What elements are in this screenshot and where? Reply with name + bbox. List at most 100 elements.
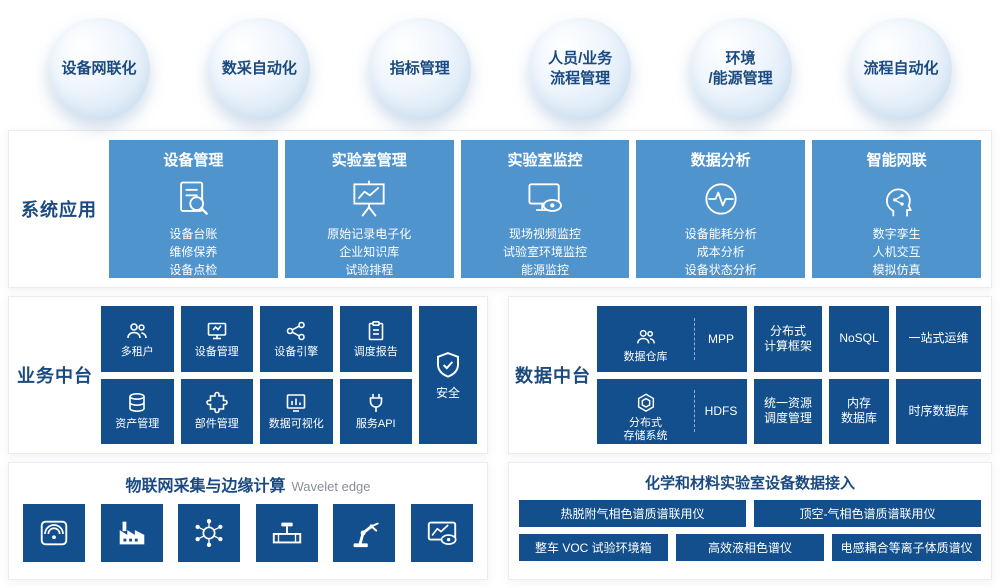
tile-component-management: 部件管理 — [180, 378, 253, 444]
rfid-sensor-icon — [37, 516, 71, 550]
circle-personnel-process: 人员/业务 流程管理 — [529, 18, 632, 120]
circle-label: 设备网联化 — [61, 59, 137, 77]
tile-in-memory-database: 内存 数据库 — [829, 378, 889, 444]
circle-indicator-mgmt: 指标管理 — [368, 18, 471, 120]
card-line: 模拟仿真 — [872, 263, 921, 277]
tile-distributed-storage-hdfs: 分布式 存储系统 HDFS — [597, 378, 747, 444]
shield-icon — [433, 350, 463, 380]
tile-headspace-gcms: 顶空-气相色谱质谱联用仪 — [754, 500, 981, 527]
plug-icon — [364, 391, 388, 415]
tile-asset-management: 资产管理 — [101, 378, 174, 444]
iot-edge-subtitle: Wavelet edge — [291, 479, 371, 494]
tile-multi-tenant: 多租户 — [101, 306, 174, 372]
dashed-divider — [694, 390, 695, 433]
card-title: 设备管理 — [163, 152, 224, 169]
tile-network-globe — [178, 504, 241, 562]
card-line: 人机交互 — [872, 245, 921, 259]
card-line: 设备能耗分析 — [684, 227, 757, 241]
card-line: 试验室环境监控 — [502, 245, 587, 259]
tile-pipeline-valve — [255, 504, 318, 562]
card-data-analysis: 数据分析 设备能耗分析 成本分析 设备状态分析 — [636, 140, 806, 278]
tile-factory — [100, 504, 163, 562]
dashed-divider — [694, 317, 695, 360]
monitor-icon — [205, 319, 229, 343]
tile-label: 多租户 — [120, 345, 154, 358]
circle-environment-energy: 环境 /能源管理 — [689, 18, 792, 120]
card-line: 能源监控 — [520, 263, 569, 277]
card-lab-monitoring: 实验室监控 现场视频监控 试验室环境监控 能源监控 — [460, 140, 630, 278]
users-icon — [125, 319, 149, 343]
circle-label: 流程自动化 — [863, 59, 939, 77]
iot-edge-title: 物联网采集与边缘计算 Wavelet edge — [9, 472, 487, 496]
document-search-icon — [109, 175, 278, 223]
tile-robot-arm — [333, 504, 396, 562]
data-warehouse: 数据仓库 — [597, 313, 694, 364]
hexagon-storage-icon — [635, 379, 657, 414]
circle-label: 指标管理 — [389, 59, 450, 77]
section-title: 系统应用 — [21, 200, 97, 220]
tile-monitor-chart — [410, 504, 473, 562]
ai-head-icon — [812, 175, 981, 223]
tile-label: 资产管理 — [115, 418, 160, 431]
circle-label: 人员/业务 流程管理 — [548, 49, 613, 87]
share-nodes-icon — [284, 319, 308, 343]
circle-process-automation: 流程自动化 — [849, 18, 952, 120]
pipeline-valve-icon — [270, 516, 304, 550]
factory-icon — [115, 516, 149, 550]
card-title: 数据分析 — [690, 152, 751, 169]
capability-circles: 设备网联化 数采自动化 指标管理 人员/业务 流程管理 环境 /能源管理 流程自… — [0, 0, 1000, 130]
tile-label: 服务API — [355, 418, 396, 431]
card-line: 原始记录电子化 — [327, 227, 412, 241]
section-title: 业务中台 — [17, 366, 93, 386]
system-apps-section: 系统应用 设备管理 设备台账 维修保养 设备点检 实验 — [8, 130, 992, 288]
iot-edge-section: 物联网采集与边缘计算 Wavelet edge — [8, 462, 488, 580]
card-title: 实验室管理 — [331, 152, 407, 169]
tile-security: 安全 — [419, 306, 477, 444]
monitor-chart-icon — [425, 516, 459, 550]
tile-timeseries-database: 时序数据库 — [896, 378, 981, 444]
iot-edge-title-cn: 物联网采集与边缘计算 — [125, 478, 286, 495]
tile-label: 安全 — [435, 385, 460, 400]
tile-one-stop-ops: 一站式运维 — [896, 306, 981, 372]
tile-nosql: NoSQL — [829, 306, 889, 372]
tile-equipment-engine: 设备引擎 — [260, 306, 333, 372]
card-title: 实验室监控 — [507, 152, 583, 169]
lab-access-row-2: 整车 VOC 试验环境箱 高效液相色谱仪 电感耦合等离子体质谱仪 — [509, 534, 991, 561]
network-globe-icon — [192, 516, 226, 550]
data-platform-section: 数据中台 数据仓库 MPP — [508, 296, 992, 454]
tile-label: 数据可视化 — [268, 418, 324, 431]
business-platform-section: 业务中台 多租户 — [8, 296, 488, 454]
tile-label-mpp: MPP — [707, 331, 734, 346]
tile-label: 部件管理 — [194, 418, 239, 431]
card-line: 成本分析 — [696, 245, 745, 259]
card-title: 智能网联 — [866, 152, 927, 169]
card-equipment-management: 设备管理 设备台账 维修保养 设备点检 — [109, 140, 278, 278]
clipboard-icon — [364, 319, 388, 343]
tile-equipment-management: 设备管理 — [180, 306, 253, 372]
lab-data-access-section: 化学和材料实验室设备数据接入 热脱附气相色谱质谱联用仪 顶空-气相色谱质谱联用仪… — [508, 462, 992, 580]
presentation-chart-icon — [285, 175, 454, 223]
circle-data-collection: 数采自动化 — [208, 18, 311, 120]
card-lab-management: 实验室管理 原始记录电子化 企业知识库 试验排程 — [284, 140, 454, 278]
monitor-eye-icon — [461, 175, 630, 223]
tile-icp-ms: 电感耦合等离子体质谱仪 — [832, 534, 982, 561]
business-tiles: 多租户 设备管理 — [101, 297, 487, 453]
circle-label: 数采自动化 — [221, 59, 297, 77]
circle-label: 环境 /能源管理 — [708, 49, 773, 87]
iot-edge-tiles — [9, 496, 487, 562]
card-line: 企业知识库 — [339, 245, 400, 259]
database-icon — [125, 391, 149, 415]
data-platform-row-2: 分布式 存储系统 HDFS 统一资源 调度管理 内存 数据库 时序数据库 — [597, 378, 981, 444]
tile-unified-resource-scheduling: 统一资源 调度管理 — [754, 378, 822, 444]
card-line: 设备点检 — [169, 263, 218, 277]
tile-label: 设备引擎 — [274, 345, 319, 358]
tile-data-warehouse-mpp: 数据仓库 MPP — [597, 306, 747, 372]
bar-chart-icon — [284, 391, 308, 415]
tile-label: 设备管理 — [194, 345, 239, 358]
tile-scheduling-report: 调度报告 — [339, 306, 412, 372]
data-platform-row-1: 数据仓库 MPP 分布式 计算框架 NoSQL 一站式运维 — [597, 306, 981, 372]
tile-rfid-sensor — [23, 504, 85, 562]
tile-label: 数据仓库 — [623, 351, 668, 364]
section-title: 数据中台 — [515, 366, 591, 386]
puzzle-icon — [205, 391, 229, 415]
